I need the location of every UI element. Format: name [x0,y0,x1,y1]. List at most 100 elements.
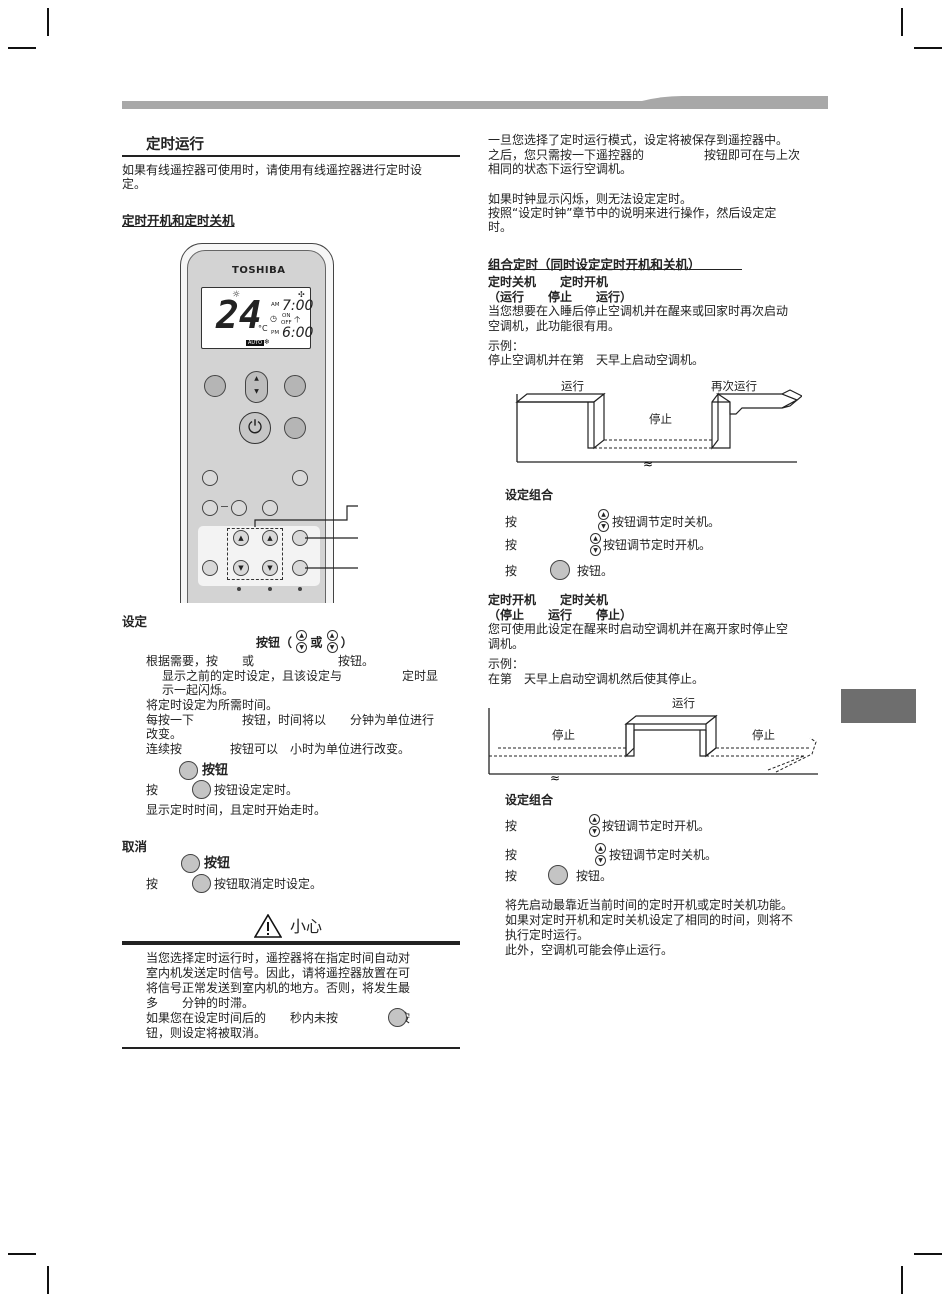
remote-small-button[interactable] [262,500,278,516]
diagram2-stop-left-label: 停止 [552,728,575,742]
remote-small-button[interactable] [202,500,218,516]
combo2-desc: 调机。 [488,637,525,651]
combo2-step: 按 [505,848,518,862]
lcd-time-on: 7:00 [282,298,314,314]
combo2-step: 按钮。 [576,869,613,883]
combo2-setting-label: 设定组合 [505,793,554,807]
clock-line: 按照“设定时钟”章节中的说明来进行操作，然后设定定 [488,206,777,220]
final-line: 将先启动最靠近当前时间的定时开机或定时关机功能。 [505,898,794,912]
remote-small-button[interactable] [202,470,218,486]
setting-line: 根据需要，按 或 按钮。 [146,654,375,668]
set-button-icon [550,560,570,580]
lcd-am: AM [271,302,280,308]
lcd-unit: °C [258,324,268,333]
combo1-desc: 空调机，此功能很有用。 [488,319,621,333]
up-down-icon: ▲▼ [296,630,308,653]
clock-line: 如果时钟显示闪烁，则无法设定定时。 [488,192,693,206]
timer-down-button[interactable]: ▼ [262,560,278,576]
lcd-temperature: 24 [216,293,262,337]
intro-line: 定。 [122,177,147,191]
caution-bottom-rule [122,1047,460,1049]
intro-line: 如果有线遥控器可使用时，请使用有线遥控器进行定时设 [122,163,423,177]
brand-logo: TOSHIBA [232,265,286,276]
final-line: 此外，空调机可能会停止运行。 [505,943,674,957]
combo1-step: 按 [505,564,518,578]
combo1-example: 停止空调机并在第 天早上启动空调机。 [488,353,705,367]
remote-small-button[interactable] [292,470,308,486]
setting-line: 将定时设定为所需时间。 [146,698,279,712]
combo2-example-label: 示例： [488,657,525,671]
combo2-desc: 您可使用此设定在醒来时启动空调机并在离开家时停止空 [488,622,789,636]
combo1-example-label: 示例： [488,339,525,353]
header-bar [122,96,828,109]
crop-mark [914,47,942,49]
timer-diagram-1: ≈ [515,389,802,467]
cancel-button-icon [192,874,211,893]
timer-dashed-box [227,528,283,580]
combo2-sub: （停止 运行 停止） [488,608,633,622]
caution-button-icon [388,1008,407,1027]
crop-mark [8,47,36,49]
combo2-step: 按 [505,869,518,883]
temp-rocker-button[interactable]: ▲▼ [245,371,268,403]
combo1-step: 按钮调节定时开机。 [603,538,712,552]
setting-line: 每按一下 按钮，时间将以 分钟为单位进行 [146,713,435,727]
lcd-display: ☼ ✣ 24 °C AM 7:00 ◷ ON OFF 🡡 PM 6:00 AUT… [201,287,314,349]
crop-mark [901,1266,903,1294]
crop-mark [8,1253,36,1255]
power-button[interactable]: ⏻ [239,412,271,444]
cancel-press-b: 按钮取消定时设定。 [214,877,323,891]
caution-line: 多 分钟的时滞。 [146,996,255,1010]
remote-button[interactable] [204,375,226,397]
top-line: 相同的状态下运行空调机。 [488,162,633,176]
setting-heading: 设定 [122,614,148,629]
diagram1-run-again-label: 再次运行 [711,379,757,393]
timer-down-button[interactable]: ▼ [233,560,249,576]
sun-icon: ☼ [232,290,241,300]
setting-button-line: 按钮（ ▲▼ 或 ▲▼ ） [256,630,353,653]
remote-small-button[interactable] [231,500,247,516]
combo1-step: 按 [505,515,590,529]
remote-small-button[interactable] [202,560,218,576]
combo1-desc: 当您想要在入睡后停止空调机并在醒来或回家时再次启动 [488,304,789,318]
svg-text:≈: ≈ [550,771,560,782]
clock-icon: ◷ [270,314,277,323]
combo1-step: 按 [505,538,578,552]
cancel-button-icon [181,854,200,873]
callout-lines [254,505,358,569]
up-down-icon: ▲▼ [590,533,601,556]
combo2-heading: 定时开机 定时关机 [488,593,609,607]
arrow-icon: 🡡 [294,315,301,325]
cancel-heading: 取消 [122,839,148,854]
lcd-auto: AUTO [246,340,265,346]
setting-line: 连续按 按钮可以 小时为单位进行改变。 [146,742,411,756]
combo2-step: 按钮调节定时开机。 [602,819,711,833]
combo1-sub: （运行 停止 运行） [488,290,633,304]
set-button-icon [548,865,568,885]
dot [237,587,241,591]
final-line: 执行定时运行。 [505,928,590,942]
combo-title: 组合定时（同时设定定时开机和关机） [488,257,701,272]
setting-line: 示一起闪烁。 [162,683,235,697]
timer-up-button[interactable]: ▲ [262,530,278,546]
remote-button[interactable] [284,417,306,439]
lcd-on: ON [282,313,291,319]
cancel-button-label: 按钮 [204,856,231,871]
caution-line: 当您选择定时运行时，遥控器将在指定时间自动对 [146,951,411,965]
cancel-press-a: 按 [146,877,159,891]
timer-up-button[interactable]: ▲ [233,530,249,546]
combo2-example: 在第 天早上启动空调机然后使其停止。 [488,672,705,686]
setting-line: 改变。 [146,727,183,741]
combo2-step: 按 [505,819,518,833]
set-note: 显示定时时间，且定时开始走时。 [146,803,327,817]
combo-underline [488,269,742,271]
set-button-label: 按钮 [202,763,229,778]
up-down-icon: ▲▼ [589,814,600,837]
diagram2-stop-right-label: 停止 [752,728,775,742]
diagram1-stop-label: 停止 [649,412,672,426]
setting-line: 显示之前的定时设定，且该设定与 定时显 [162,669,439,683]
sub-title: 定时开机和定时关机 [122,213,235,228]
crop-mark [901,8,903,36]
top-line: 一旦您选择了定时运行模式，设定将被保存到遥控器中。 [488,133,789,147]
remote-button[interactable] [284,375,306,397]
